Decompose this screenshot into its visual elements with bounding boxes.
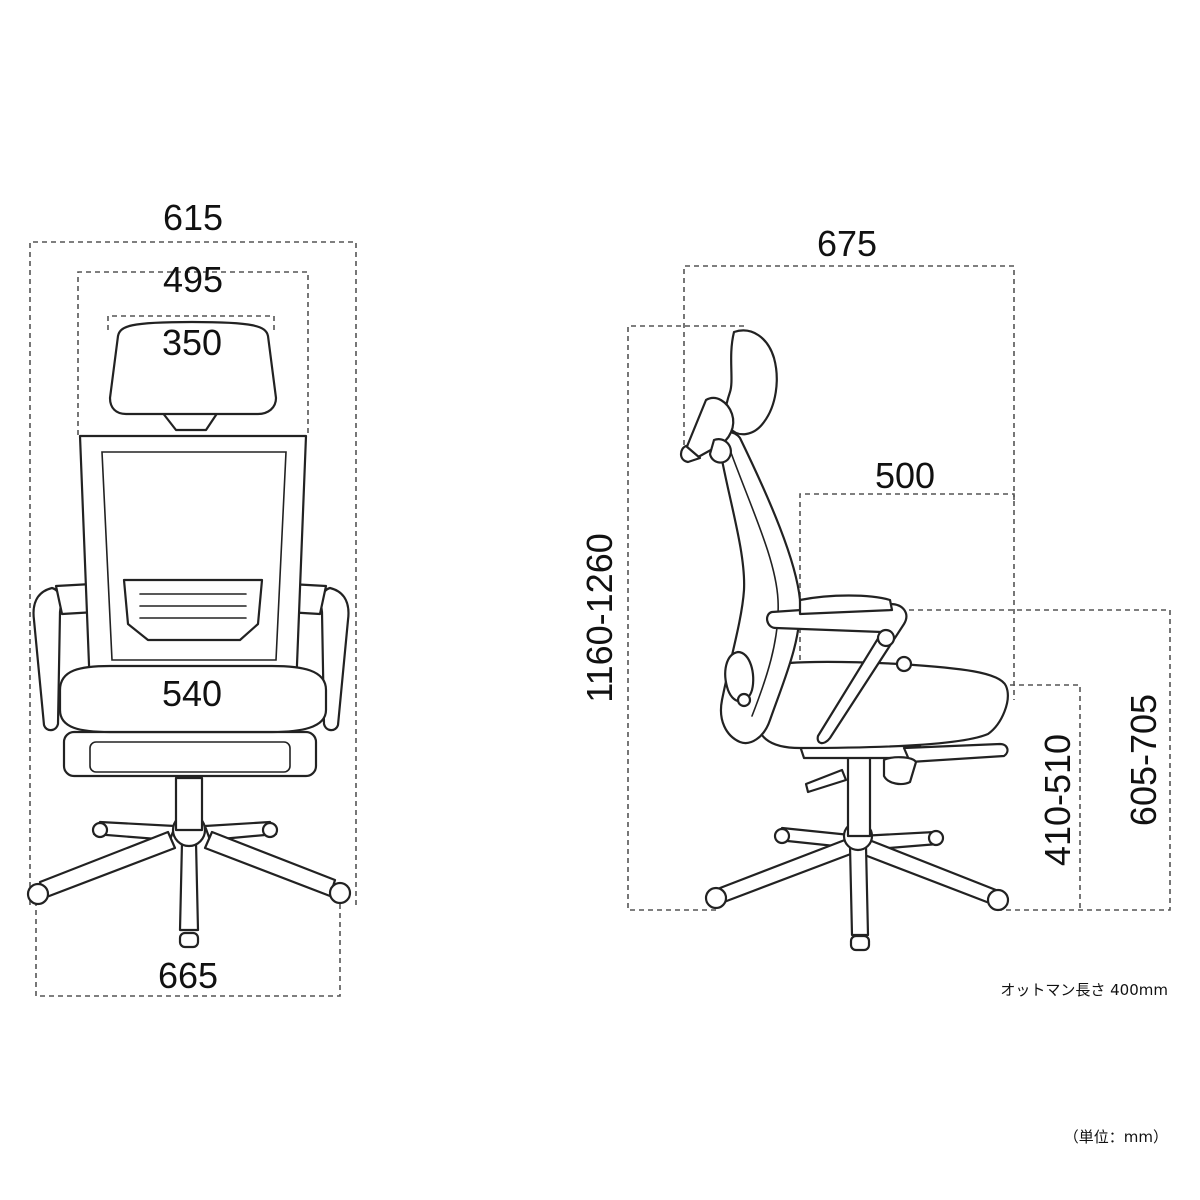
headrest-width-label: 350 [162,322,222,363]
front-chair-drawing [26,320,352,949]
ottoman-length-note: オットマン長さ 400mm [1000,981,1168,999]
front-view: 615 495 350 540 665 [26,197,357,997]
side-view: 675 500 1160-1260 605-705 410-510 オットマン長… [579,223,1171,999]
total-height-label: 1160-1260 [579,533,620,703]
back-width-label: 495 [163,259,223,300]
side-chair-drawing [679,329,1010,952]
seat-height-label: 410-510 [1037,734,1078,866]
armrest-height-label: 605-705 [1123,694,1164,826]
unit-note: （単位：mm） [1064,1128,1168,1146]
depth-label: 675 [817,223,877,264]
overall-width-label: 615 [163,197,223,238]
base-width-label: 665 [158,955,218,996]
front-dimension-lines [29,241,357,997]
seat-depth-label: 500 [875,455,935,496]
side-dimension-lines [627,265,1171,911]
seat-width-label: 540 [162,673,222,714]
